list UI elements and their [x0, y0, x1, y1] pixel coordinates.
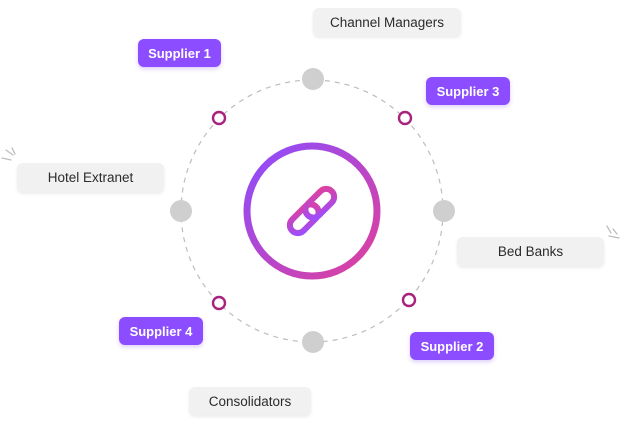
sparkle-left-icon — [1, 147, 16, 161]
node-dot-top — [302, 68, 324, 90]
bed-banks-label: Bed Banks — [457, 237, 604, 266]
node-ring-top-left — [211, 110, 227, 126]
node-dot-left — [170, 200, 192, 222]
link-icon — [286, 185, 338, 237]
supplier-4-badge: Supplier 4 — [119, 317, 203, 345]
hotel-extranet-label: Hotel Extranet — [17, 163, 164, 192]
node-dot-right — [433, 200, 455, 222]
hub-ring — [243, 142, 381, 280]
consolidators-label: Consolidators — [189, 387, 311, 415]
node-ring-bottom-left — [211, 295, 227, 311]
supplier-3-badge: Supplier 3 — [426, 77, 510, 105]
sparkle-right-icon — [606, 225, 620, 239]
node-ring-bottom-right — [401, 292, 417, 308]
supplier-1-badge: Supplier 1 — [138, 39, 221, 67]
supplier-2-badge: Supplier 2 — [410, 332, 494, 360]
channel-managers-label: Channel Managers — [313, 8, 461, 36]
node-ring-top-right — [397, 110, 413, 126]
node-dot-bottom — [302, 331, 324, 353]
